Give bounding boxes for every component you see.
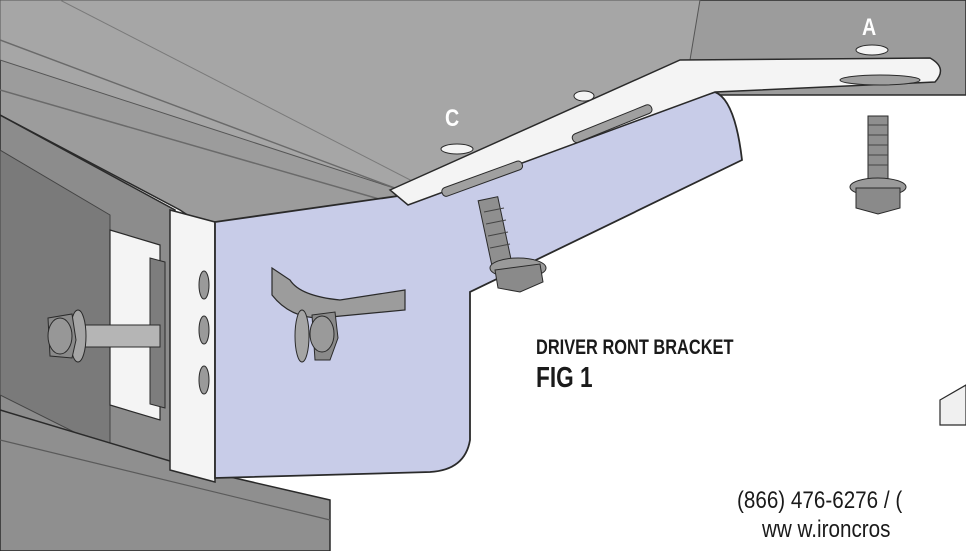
plate-slot: [198, 365, 210, 395]
flange-slot: [839, 74, 921, 86]
bracket-body: [214, 91, 743, 479]
rail-edge-line: [0, 39, 401, 191]
plate-slot: [198, 315, 210, 345]
flange-hole: [573, 90, 595, 102]
plate-slot: [198, 270, 210, 300]
caption-title: DRIVER RONT BRACKET: [536, 336, 734, 359]
callout-label-c: C: [445, 105, 460, 132]
caption-figure-number: FIG 1: [536, 362, 593, 394]
flange-slot: [441, 160, 524, 197]
bracket-cutout: [271, 266, 406, 319]
callout-label-a: A: [862, 14, 877, 41]
flange-slot: [571, 104, 653, 143]
rail-edge-line: [59, 0, 421, 186]
bolt-a: [849, 115, 907, 215]
contact-website: ww w.ironcros: [762, 516, 891, 543]
side-bolt: [47, 309, 161, 363]
rail-edge-line: [0, 89, 401, 206]
contact-phone: (866) 476-6276 / (: [737, 487, 903, 514]
flange-hole-c: [440, 143, 474, 155]
bracket-vertical-plate: [169, 209, 216, 483]
rail-edge-line: [0, 439, 331, 521]
flange-hole-a: [855, 44, 889, 56]
partial-component: [939, 384, 966, 426]
cutout-nut: [294, 309, 339, 363]
bolt-c: [477, 196, 547, 293]
